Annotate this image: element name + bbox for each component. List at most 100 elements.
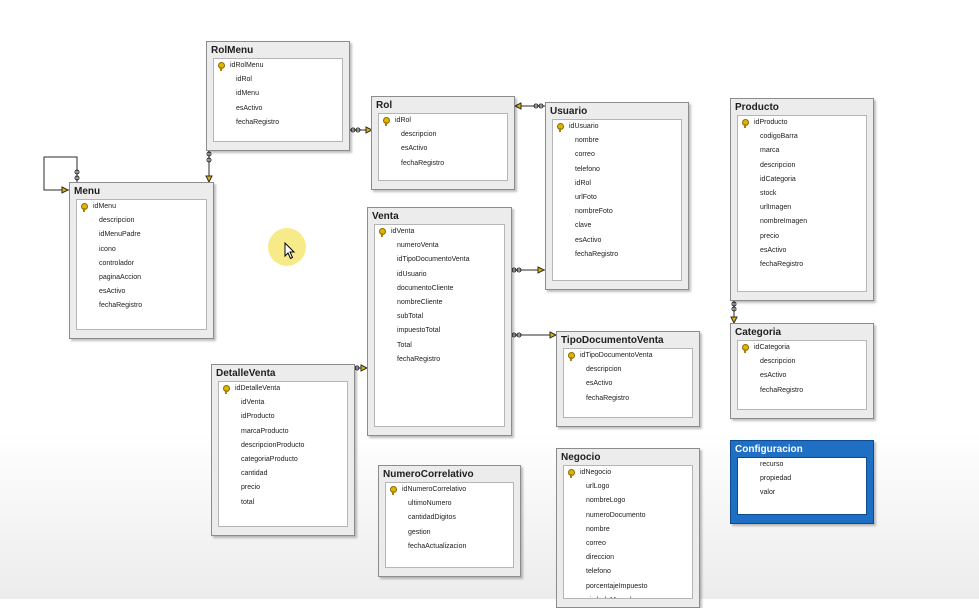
column-row[interactable]: idTipoDocumentoVenta xyxy=(397,256,470,264)
primary-key-column[interactable]: idVenta xyxy=(375,225,504,239)
column-row[interactable]: codigoBarra xyxy=(760,133,798,141)
column-row[interactable]: cantidadDigitos xyxy=(408,514,456,522)
column-row[interactable]: nombreCliente xyxy=(397,298,443,306)
column-row[interactable]: esActivo xyxy=(760,246,787,254)
rel-venta-usuario[interactable] xyxy=(510,266,546,274)
primary-key-column[interactable]: idProducto xyxy=(738,116,866,130)
column-row[interactable]: esActivo xyxy=(586,380,613,388)
column-row[interactable]: nombreFoto xyxy=(575,208,613,216)
primary-key-column[interactable]: idRol xyxy=(379,114,507,128)
column-row[interactable]: idMenu xyxy=(236,90,259,98)
rel-producto-categoria[interactable] xyxy=(730,300,738,325)
column-row[interactable]: marca xyxy=(760,147,780,155)
column-row[interactable]: fechaRegistro xyxy=(401,159,445,167)
column-row[interactable]: recurso xyxy=(760,461,784,468)
column-row[interactable]: fechaRegistro xyxy=(760,386,804,394)
primary-key-column[interactable]: idUsuario xyxy=(553,120,681,134)
rel-rolmenu-rol[interactable] xyxy=(349,126,374,134)
column-row[interactable]: icono xyxy=(99,245,116,253)
rel-venta-tipodocumentoventa[interactable] xyxy=(510,331,558,339)
column-row[interactable]: porcentajeImpuesto xyxy=(586,582,648,590)
column-row[interactable]: descripcion xyxy=(760,358,796,366)
column-row[interactable]: idVenta xyxy=(241,399,265,407)
column-row[interactable]: urlLogo xyxy=(586,483,610,491)
primary-key-column[interactable]: idRolMenu xyxy=(214,59,342,73)
column-row[interactable]: descripcion xyxy=(586,366,622,374)
column-row[interactable]: correo xyxy=(586,539,606,547)
column-row[interactable]: propiedad xyxy=(760,475,792,483)
column-row[interactable]: controlador xyxy=(99,259,135,267)
column-row[interactable]: precio xyxy=(760,232,780,240)
column-row[interactable]: documentoCliente xyxy=(397,284,454,292)
column-row[interactable]: subTotal xyxy=(397,313,424,321)
column-row[interactable]: impuestoTotal xyxy=(397,327,441,335)
primary-key-column[interactable]: idTipoDocumentoVenta xyxy=(564,349,692,363)
column-row[interactable]: idRol xyxy=(236,76,252,84)
rel-rolmenu-menu[interactable] xyxy=(205,150,213,184)
column-row[interactable]: fechaActualizacion xyxy=(408,542,467,550)
primary-key-column[interactable]: idMenu xyxy=(77,200,206,214)
column-row[interactable]: marcaProducto xyxy=(241,427,289,435)
primary-key-column[interactable]: idCategoria xyxy=(738,341,866,355)
column-row[interactable]: esActivo xyxy=(99,288,126,296)
rel-detalleventa-venta[interactable] xyxy=(354,364,369,372)
column-row[interactable]: clave xyxy=(575,222,592,230)
column-row[interactable]: fechaRegistro xyxy=(236,118,280,126)
column-row[interactable]: esActivo xyxy=(401,145,428,153)
column-row[interactable]: idMenuPadre xyxy=(99,231,141,239)
column-row[interactable]: gestion xyxy=(408,528,431,536)
column-row[interactable]: urlImagen xyxy=(760,204,792,212)
column-row[interactable]: nombre xyxy=(575,137,599,145)
column-row[interactable]: cantidad xyxy=(241,470,268,478)
column-row[interactable]: nombre xyxy=(586,525,610,533)
column-row[interactable]: categoriaProducto xyxy=(241,455,298,463)
column-row[interactable]: numeroDocumento xyxy=(586,511,646,519)
rel-usuario-rol[interactable] xyxy=(513,102,546,110)
column-row[interactable]: stock xyxy=(760,189,777,197)
column-row[interactable]: idCategoria xyxy=(760,175,796,183)
column-row[interactable]: urlFoto xyxy=(575,193,597,201)
column-row[interactable]: nombreLogo xyxy=(586,497,626,505)
column-row[interactable]: esActivo xyxy=(575,236,602,244)
primary-key-column[interactable]: idNegocio xyxy=(564,466,692,480)
column-row[interactable]: fechaRegistro xyxy=(99,302,143,310)
column-row[interactable]: fechaRegistro xyxy=(397,355,441,363)
column-row[interactable]: nombreImagen xyxy=(760,218,808,226)
column-row[interactable]: esActivo xyxy=(236,104,263,112)
column-row[interactable]: descripcion xyxy=(401,131,437,139)
column-row[interactable]: fechaRegistro xyxy=(586,394,630,402)
column-row[interactable]: idRol xyxy=(575,179,591,187)
column-row[interactable]: fechaRegistro xyxy=(575,250,619,258)
column-row[interactable]: direccion xyxy=(586,554,615,562)
column-row[interactable]: descripcion xyxy=(99,217,135,225)
column-row[interactable]: idProducto xyxy=(241,413,275,421)
primary-key-column[interactable]: idDetalleVenta xyxy=(219,382,347,396)
column-row[interactable]: precio xyxy=(241,484,261,492)
column-row[interactable]: telefono xyxy=(575,165,600,173)
column-row[interactable]: valor xyxy=(760,489,776,497)
column-row[interactable]: Total xyxy=(397,341,412,349)
column-row[interactable]: ultimoNumero xyxy=(408,500,452,508)
column-row[interactable]: fechaRegistro xyxy=(760,260,804,268)
column-row[interactable]: simboloMoneda xyxy=(564,594,692,598)
column-row[interactable]: telefono xyxy=(586,568,611,576)
column-row[interactable]: esActivo xyxy=(760,372,787,380)
column-row[interactable]: descripcionProducto xyxy=(241,441,305,449)
column-row[interactable]: total xyxy=(241,498,255,506)
primary-key-column[interactable]: idNumeroCorrelativo xyxy=(386,483,513,497)
column-row[interactable]: numeroVenta xyxy=(397,242,439,250)
column-row[interactable]: idUsuario xyxy=(397,270,427,278)
